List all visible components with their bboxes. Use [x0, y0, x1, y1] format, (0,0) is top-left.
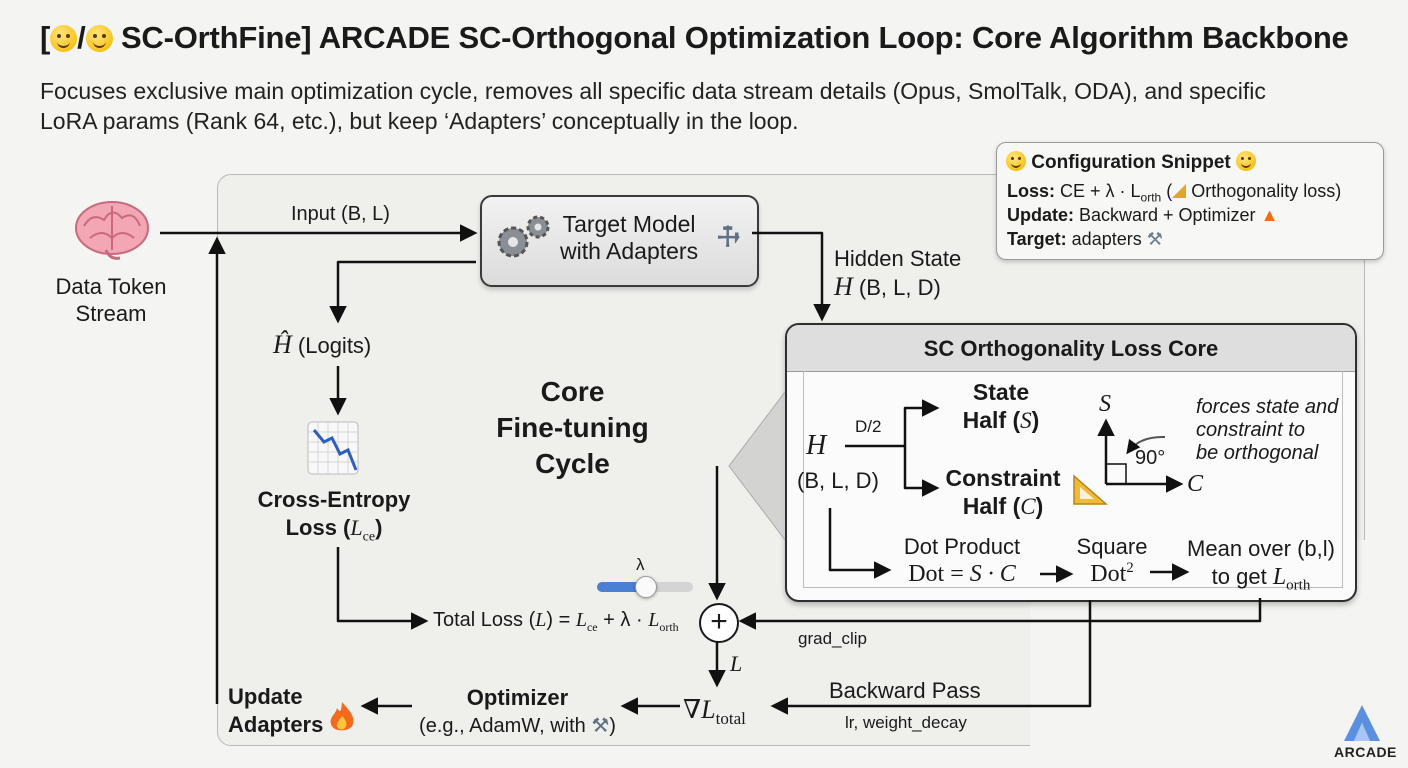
- nerd-face-icon: [85, 25, 113, 52]
- gradient-label: ∇Ltotal: [683, 695, 746, 729]
- gears-icon: [497, 215, 550, 258]
- core-h-var: H: [806, 430, 827, 461]
- config-loss-line: Loss: CE + λ · Lorth ( Orthogonality los…: [1007, 181, 1342, 205]
- sum-node: +: [699, 603, 739, 643]
- optimizer-label: Optimizer(e.g., AdamW, with ⚒): [419, 685, 616, 737]
- wrench-icon: ⚒: [1146, 229, 1163, 249]
- wrench-icon: ⚒: [591, 715, 610, 737]
- core-h-dims: (B, L, D): [797, 468, 879, 493]
- config-snippet-box: [996, 142, 1384, 260]
- nerd-face-icon: [1236, 151, 1257, 171]
- lambda-slider-fill: [597, 582, 645, 592]
- input-label: Input (B, L): [291, 203, 390, 225]
- fire-icon: [330, 702, 354, 731]
- arcade-logo-icon: [1344, 705, 1380, 741]
- axis-s-label: S: [1099, 391, 1111, 417]
- arcade-logo-text: ARCADE: [1334, 744, 1397, 760]
- mean-block: Mean over (b,l)to get Lorth: [1187, 536, 1335, 594]
- split-label: D/2: [855, 417, 882, 436]
- logits-label: Ĥ (Logits): [273, 330, 372, 359]
- lambda-label: λ: [636, 555, 645, 574]
- backward-pass-label: Backward Pass: [829, 678, 981, 703]
- page-subtitle: Focuses exclusive main optimization cycl…: [40, 78, 1266, 134]
- core-header: [787, 325, 1355, 372]
- config-target-line: Target: adapters ⚒: [1007, 229, 1163, 249]
- grad-clip-label: grad_clip: [798, 629, 867, 648]
- core-title: SC Orthogonality Loss Core: [923, 336, 1219, 361]
- config-update-line: Update: Backward + Optimizer ▲: [1007, 205, 1279, 225]
- lambda-slider-knob[interactable]: [635, 576, 657, 598]
- page-title: [/ SC-OrthFine] ARCADE SC-Orthogonal Opt…: [40, 20, 1349, 55]
- triangle-ruler-icon: [1172, 184, 1187, 198]
- backward-params-label: lr, weight_decay: [845, 713, 967, 732]
- brain-icon: [75, 201, 149, 260]
- loss-L-label: L: [730, 651, 743, 676]
- angle-label: 90°: [1135, 447, 1166, 469]
- chart-down-icon: [307, 421, 359, 475]
- smiley-icon: [50, 25, 78, 52]
- axis-c-label: C: [1187, 471, 1204, 497]
- total-loss-label: Total Loss (L) = Lce + λ · Lorth: [433, 609, 679, 634]
- smiley-icon: [1006, 151, 1026, 171]
- config-title: Configuration Snippet: [1006, 151, 1257, 174]
- fire-icon: ▲: [1260, 205, 1279, 225]
- triangle-ruler-icon: [1073, 474, 1108, 505]
- core-inner-panel: [803, 371, 1343, 588]
